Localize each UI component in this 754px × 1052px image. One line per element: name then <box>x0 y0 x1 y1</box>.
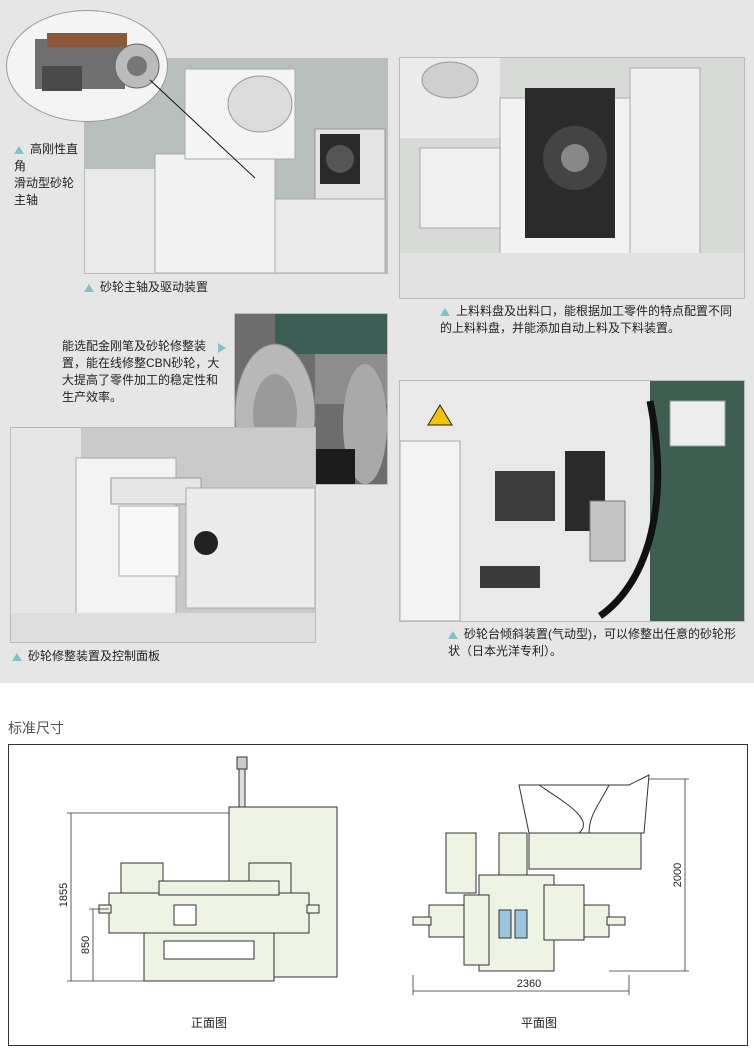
plan-view <box>412 774 650 972</box>
section-title: 标准尺寸 <box>8 720 64 736</box>
caption-loading: 上料料盘及出料口，能根据加工零件的特点配置不同的上料料盘，并能添加自动上料及下料… <box>440 304 733 335</box>
arrow-right-icon <box>218 343 226 353</box>
photo-loading-tray <box>399 57 745 299</box>
photo-tilt-device <box>399 380 745 622</box>
plan-view-label: 平面图 <box>521 1016 557 1030</box>
warning-icon <box>427 404 453 426</box>
triangle-icon <box>12 652 22 661</box>
photo-dresser-panel <box>10 427 316 643</box>
front-view-label: 正面图 <box>191 1016 227 1030</box>
dim-depth: 2000 <box>672 863 684 887</box>
dimension-drawing: 1855 850 正面图 2360 2000 <box>8 744 748 1046</box>
spindle-inset <box>6 10 168 122</box>
dim-total-height: 1855 <box>58 883 70 907</box>
dimension-drawing-svg: 1855 850 正面图 2360 2000 <box>58 756 689 1030</box>
photo-spindle-drive <box>84 58 388 274</box>
front-view <box>98 756 338 982</box>
dim-width: 2360 <box>517 978 541 990</box>
triangle-icon <box>448 630 458 639</box>
caption-dresser: 能选配金刚笔及砂轮修整装置，能在线修整CBN砂轮，大大提高了零件加工的稳定性和生… <box>62 339 220 404</box>
caption-dresser-panel: 砂轮修整装置及控制面板 <box>12 648 160 665</box>
triangle-icon <box>14 145 24 154</box>
plan-dimensions <box>412 778 689 995</box>
caption-spindle-drive: 砂轮主轴及驱动装置 <box>84 279 208 296</box>
spindle-drive-illustration <box>85 59 387 273</box>
caption-spindle-callout: 高刚性直角 滑动型砂轮 主轴 <box>14 142 79 207</box>
caption-tilt: 砂轮台倾斜装置(气动型)，可以修整出任意的砂轮形状（日本光洋专利）。 <box>448 627 736 658</box>
triangle-icon <box>440 307 450 316</box>
dim-center-height: 850 <box>80 936 92 954</box>
front-dimensions <box>67 812 229 982</box>
triangle-icon <box>84 283 94 292</box>
